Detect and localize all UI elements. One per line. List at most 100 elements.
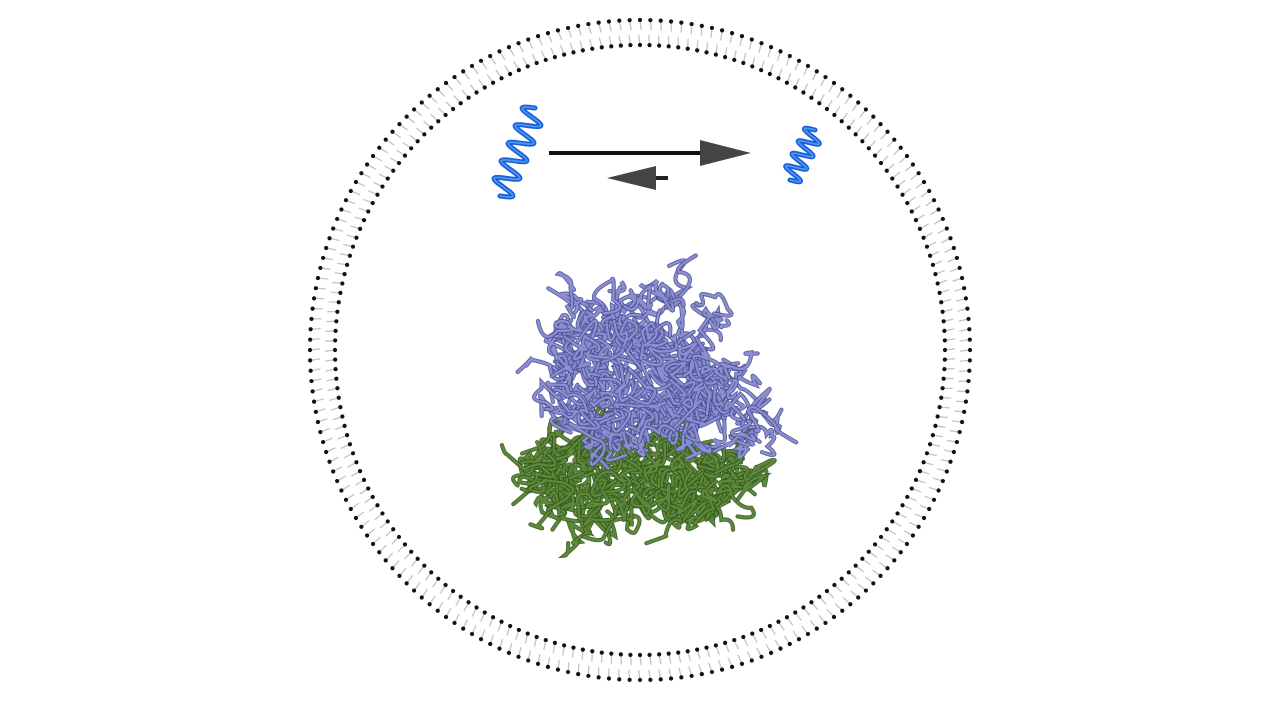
lipid-head: [627, 677, 632, 682]
lipid-head: [335, 386, 340, 391]
lipid-head: [348, 506, 353, 512]
lipid-head: [391, 527, 396, 532]
lipid-head: [787, 53, 792, 59]
lipid-head: [729, 31, 735, 36]
lipid-head: [516, 41, 521, 46]
lipid-head: [759, 41, 764, 46]
coil-strand-highlight: [536, 310, 586, 338]
lipid-head: [350, 451, 356, 456]
lipid-head: [809, 95, 814, 100]
lipid-head: [397, 121, 402, 127]
lipid-head: [796, 637, 802, 642]
lipid-head: [944, 226, 949, 231]
lipid-head: [951, 449, 956, 455]
lipid-head: [443, 582, 448, 588]
lipid-head: [353, 179, 359, 185]
lipid-head: [618, 652, 623, 657]
lipid-head: [927, 188, 932, 194]
lipid-head: [347, 442, 353, 447]
lipid-head: [535, 661, 541, 666]
coil-strand-highlight: [643, 322, 672, 349]
lipid-head: [370, 153, 376, 159]
lipid-head: [941, 319, 946, 324]
lipid-head: [333, 367, 338, 372]
lipid-head: [354, 460, 359, 465]
lipid-head: [364, 162, 370, 167]
lipid-head: [658, 18, 663, 23]
coil-strand-highlight: [703, 452, 721, 478]
lipid-head: [935, 281, 940, 286]
lipid-head: [347, 253, 353, 258]
lipid-head: [878, 121, 883, 127]
lipid-head: [729, 664, 735, 669]
lipid-head: [562, 643, 567, 648]
lipid-head: [327, 459, 332, 464]
coil-strand-highlight: [633, 403, 676, 443]
helix-highlight: [784, 127, 821, 183]
lipid-head: [427, 93, 432, 98]
lipid-membrane: [307, 17, 973, 683]
lipid-head: [331, 226, 336, 231]
lipid-head: [967, 347, 973, 353]
lipid-head: [596, 675, 601, 680]
lipid-head: [452, 74, 457, 80]
lipid-head: [840, 87, 845, 92]
lipid-head: [871, 581, 876, 586]
lipid-head: [309, 316, 314, 322]
lipid-head: [458, 594, 463, 599]
lipid-head: [904, 541, 910, 547]
lipid-head: [627, 18, 632, 23]
lipid-head: [959, 275, 965, 281]
lipid-head: [429, 125, 434, 130]
lipid-head: [666, 651, 671, 656]
coil-strand-highlight: [577, 435, 597, 472]
lipid-head: [409, 549, 414, 554]
lipid-head: [333, 328, 338, 333]
lipid-head: [878, 160, 884, 166]
coil-strand-highlight: [658, 399, 682, 438]
lipid-head: [848, 602, 853, 607]
lipid-head: [931, 198, 937, 203]
lipid-head: [390, 129, 395, 134]
lipid-head: [814, 69, 819, 74]
coil-strand-highlight: [586, 338, 612, 362]
lipid-head: [535, 34, 541, 39]
lipid-head: [427, 602, 432, 607]
lipid-head: [335, 216, 340, 222]
lipid-head: [796, 58, 802, 63]
lipid-head: [590, 46, 595, 51]
protein-purple-subunit: [515, 253, 799, 471]
lipid-head: [506, 650, 512, 655]
lipid-head: [402, 542, 408, 547]
coil-strand-highlight: [674, 338, 698, 374]
lipid-head: [885, 129, 890, 134]
coil-strand-highlight: [550, 346, 574, 378]
lipid-head: [359, 524, 364, 529]
lipid-head: [741, 60, 746, 66]
lipid-head: [930, 432, 935, 438]
coil-strand-highlight: [639, 279, 675, 312]
lipid-head: [419, 100, 424, 105]
lipid-head: [450, 106, 456, 112]
lipid-head: [768, 45, 774, 50]
coil-strand-highlight: [720, 351, 759, 379]
lipid-head: [872, 542, 878, 547]
lipid-head: [334, 319, 339, 324]
lipid-head: [580, 48, 585, 53]
lipid-head: [935, 414, 940, 419]
lipid-head: [910, 162, 916, 167]
lipid-head: [784, 80, 790, 85]
lipid-head: [846, 125, 851, 130]
lipid-head: [666, 44, 671, 49]
lipid-head: [380, 184, 385, 189]
lipid-head: [396, 160, 402, 166]
lipid-head: [617, 18, 622, 23]
lipid-head: [657, 43, 662, 48]
lipid-head: [339, 488, 344, 493]
lipid-head: [415, 139, 420, 144]
lipid-head: [853, 132, 858, 137]
lipid-head: [354, 235, 359, 240]
forward-arrow-head: [700, 140, 751, 166]
lipid-head: [699, 672, 704, 677]
lipid-head: [397, 573, 402, 579]
